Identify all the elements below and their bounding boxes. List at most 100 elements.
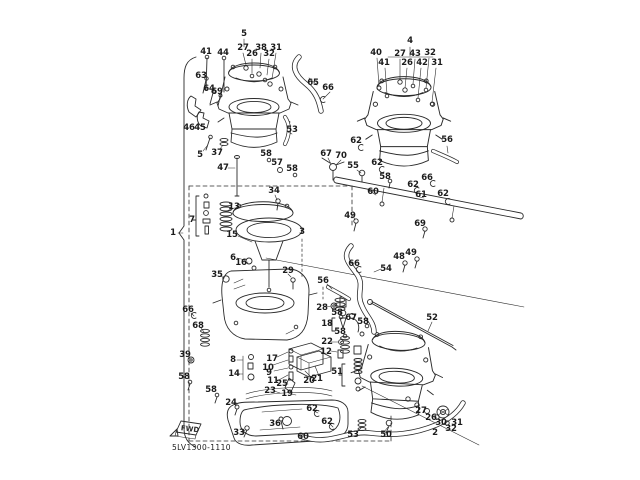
part-callout-62: 62 [407,179,419,190]
part-callout-54: 54 [380,263,392,274]
part-callout-26: 26 [401,57,413,68]
part-callout-67: 67 [320,148,332,159]
part-callout-60: 60 [297,431,309,442]
part-callout-58: 58 [286,163,298,174]
part-callout-58: 58 [379,171,391,182]
part-callout-52: 52 [426,312,438,323]
part-callout-60: 60 [367,186,379,197]
part-callout-26: 26 [246,48,258,59]
part-callout-33: 33 [233,427,245,438]
part-callout-32: 32 [445,423,457,434]
part-callout-39: 39 [179,349,191,360]
part-callout-62: 62 [306,403,318,414]
carb-body-bottom-right [348,328,450,422]
part-callout-5: 5 [241,28,247,39]
part-callout-31: 31 [431,57,443,68]
part-callout-64: 64 [203,83,215,94]
part-callout-56: 56 [441,134,453,145]
part-callout-19: 19 [281,388,293,399]
part-callout-31: 31 [270,42,282,53]
part-callout-58: 58 [334,326,346,337]
part-callout-36: 36 [269,418,281,429]
part-callout-66: 66 [322,82,334,93]
part-callout-8: 8 [230,354,236,365]
part-callout-37: 37 [211,147,223,158]
part-callout-28: 28 [316,302,328,313]
part-callout-24: 24 [225,397,237,408]
part-callout-62: 62 [437,188,449,199]
part-callout-35: 35 [211,269,223,280]
part-callout-49: 49 [344,210,356,221]
part-callout-30: 30 [435,417,447,428]
part-callout-17: 17 [266,353,278,364]
fwd-arrow-icon: FWD [169,420,202,440]
part-callout-41: 41 [200,46,212,57]
part-callout-44: 44 [217,47,229,58]
part-callout-31: 31 [451,417,463,428]
part-callout-3: 3 [299,226,305,237]
diagram-code: 5LV1300-1110 [172,443,231,452]
part-callout-10: 10 [262,362,274,373]
part-callout-32: 32 [263,48,275,59]
part-callout-4: 4 [407,35,413,46]
part-callout-1: 1 [170,227,176,238]
part-callout-69: 69 [414,218,426,229]
part-callout-69: 69 [211,86,223,97]
part-callout-25: 25 [276,378,288,389]
part-callout-2: 2 [432,427,438,438]
part-callout-27: 27 [237,42,249,53]
part-callout-68: 68 [192,320,204,331]
part-callout-57: 57 [271,157,283,168]
part-callout-26: 26 [425,412,437,423]
part-callout-70: 70 [335,150,347,161]
part-callout-67: 67 [345,312,357,323]
part-callout-15: 15 [226,229,238,240]
part-callout-43: 43 [409,48,421,59]
part-callout-55: 55 [347,160,359,171]
part-callout-58: 58 [260,148,272,159]
part-callout-9: 9 [266,367,272,378]
part-callout-53: 53 [347,429,359,440]
part-callout-7: 7 [189,214,195,225]
part-callout-40: 40 [370,47,382,58]
part-callout-66: 66 [421,172,433,183]
part-callout-13: 13 [228,201,240,212]
part-callout-34: 34 [268,185,280,196]
part-callout-56: 56 [317,275,329,286]
part-callout-50: 50 [380,429,392,440]
part-callout-62: 62 [371,157,383,168]
part-callout-22: 22 [321,336,333,347]
part-callout-38: 38 [255,42,267,53]
part-callout-58: 58 [178,371,190,382]
part-callout-48: 48 [393,251,405,262]
part-callout-49: 49 [405,247,417,258]
part-callout-53: 53 [286,124,298,135]
small-hardware [186,54,451,434]
part-callout-6: 6 [230,252,236,263]
part-callout-18: 18 [321,318,333,329]
part-callout-29: 29 [282,265,294,276]
part-callout-12: 12 [320,346,332,357]
part-callout-66: 66 [182,304,194,315]
part-callout-5: 5 [197,149,203,160]
part-callout-11: 11 [267,375,279,386]
part-callout-58: 58 [205,384,217,395]
part-callout-42: 42 [416,57,428,68]
part-callout-20: 20 [303,375,315,386]
fwd-label: FWD [180,424,199,434]
part-callout-63: 63 [195,70,207,81]
part-callout-32: 32 [424,47,436,58]
part-callout-58: 58 [357,316,369,327]
part-callout-61: 61 [415,189,427,200]
part-callout-45: 45 [194,122,206,133]
part-callout-21: 21 [311,373,323,384]
leader-lines [177,38,449,433]
part-callout-62: 62 [350,135,362,146]
part-callout-41: 41 [378,57,390,68]
part-callout-66: 66 [348,258,360,269]
part-callout-62: 62 [321,416,333,427]
hoses [234,54,466,443]
